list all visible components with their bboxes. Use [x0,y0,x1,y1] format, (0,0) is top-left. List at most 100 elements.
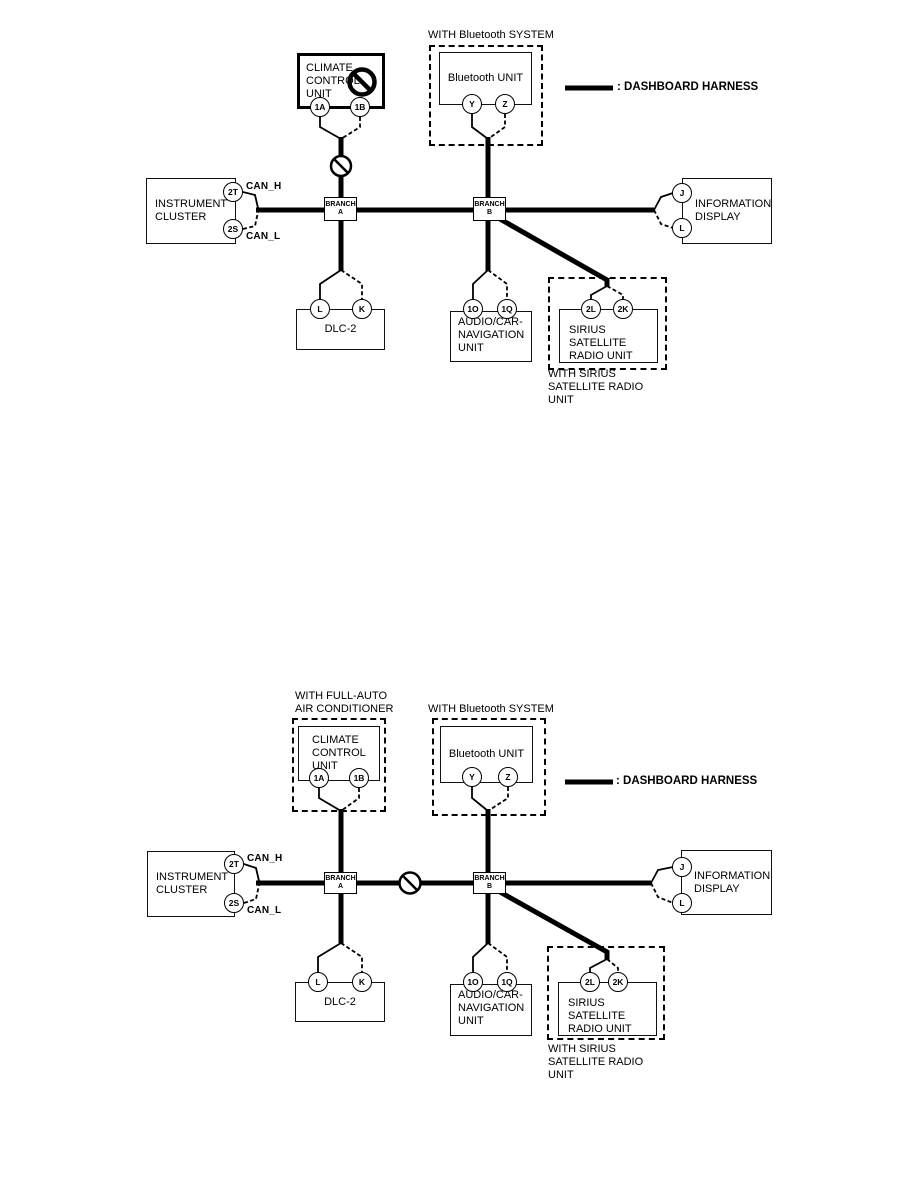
wire-1b-top [340,117,361,140]
wire-sirius-2k-bottom [606,958,619,973]
connector-1b-top: 1B [350,97,370,117]
information-display-box-top: INFORMATION DISPLAY [682,178,772,244]
information-display-label-top: INFORMATION DISPLAY [695,198,772,223]
sirius-radio-unit-label-top: SIRIUS SATELLITE RADIO UNIT [569,324,633,362]
sirius-dashed-box-bottom [547,946,665,1040]
dlc-2-box-bottom: DLC-2 [295,982,385,1022]
wire-2s-top [242,211,259,230]
wire-dlc-l-bottom [317,942,342,973]
wire-dlc-k-top [340,269,363,300]
wires-top-diagram [242,85,674,300]
wire-info-l-bottom [650,882,674,904]
can-l-label-top: CAN_L [246,231,281,242]
caption-with-sirius-bottom: WITH SIRIUS SATELLITE RADIO UNIT [548,1043,644,1081]
can-h-label-bottom: CAN_H [247,853,283,864]
wires-bottom-diagram [243,779,674,973]
connector-1b-bottom: 1B [349,768,369,788]
full-auto-ac-dashed-box-bottom [292,718,386,812]
wire-2t-top [242,191,259,209]
no-connection-icon-climate-wire-top [329,154,353,178]
wire-z-top [487,114,506,140]
wire-audio-1o-bottom [472,942,489,973]
dlc-2-box-top: DLC-2 [296,309,385,350]
connector-l-dlc-top: L [310,299,330,319]
wire-y-bottom [471,787,489,812]
audio-nav-unit-box-top: AUDIO/CAR- NAVIGATION UNIT [450,311,532,362]
connector-l-dlc-bottom: L [308,972,328,992]
sirius-radio-unit-box-top: SIRIUS SATELLITE RADIO UNIT [559,309,658,363]
connector-k-top: K [352,299,372,319]
no-connection-icon-climate-unit-top [347,67,377,97]
wire-sirius-2l-top [590,285,608,300]
legend-dashboard-harness-bottom: : DASHBOARD HARNESS [616,775,758,787]
connector-2k-bottom: 2K [608,972,628,992]
wire-info-j-bottom [650,866,674,884]
no-connection-icons [329,67,422,895]
audio-nav-unit-box-bottom: AUDIO/CAR- NAVIGATION UNIT [450,984,532,1036]
wire-dlc-l-top [319,269,342,300]
connector-1o-top: 1O [463,299,483,319]
connector-2k-top: 2K [613,299,633,319]
sirius-dashed-box-top [548,277,667,370]
wire-sirius-2k-top [606,285,624,300]
wire-dlc-k-bottom [340,942,363,973]
branch-a-box-top: BRANCH A [324,197,357,221]
can-l-label-bottom: CAN_L [247,905,282,916]
branch-b-box-bottom: BRANCH B [473,872,506,894]
connector-l-info-top: L [672,218,692,238]
connector-l-info-bottom: L [672,893,692,913]
connector-2t-top: 2T [223,182,243,202]
wire-1b-bottom [340,788,360,812]
dlc-2-label-bottom: DLC-2 [324,995,356,1008]
instrument-cluster-box-top: INSTRUMENT CLUSTER [146,178,236,244]
caption-with-bluetooth-system-bottom: WITH Bluetooth SYSTEM [428,703,554,715]
wire-audio-1q-bottom [487,942,508,973]
legend-dashboard-harness-top: : DASHBOARD HARNESS [617,81,759,93]
connector-z-top: Z [495,94,515,114]
connector-2l-top: 2L [581,299,601,319]
sirius-radio-unit-label-bottom: SIRIUS SATELLITE RADIO UNIT [568,997,632,1035]
connector-2l-bottom: 2L [580,972,600,992]
dlc-2-label-top: DLC-2 [324,323,357,335]
instrument-cluster-label-bottom: INSTRUMENT CLUSTER [156,871,229,896]
climate-control-unit-box-bottom: CLIMATE CONTROL UNIT [298,726,380,781]
bluetooth-unit-label-top: Bluetooth UNIT [447,72,524,84]
connector-k-bottom: K [352,972,372,992]
caption-with-sirius-top: WITH SIRIUS SATELLITE RADIO UNIT [548,368,644,406]
bluetooth-unit-label-bottom: Bluetooth UNIT [448,748,525,760]
information-display-label-bottom: INFORMATION DISPLAY [694,870,771,895]
wire-1a-bottom [318,788,342,812]
connector-y-top: Y [462,94,482,114]
can-h-label-top: CAN_H [246,181,282,192]
climate-control-unit-label-top: CLIMATE CONTROL UNIT [306,62,360,100]
bluetooth-system-dashed-box-bottom [432,718,546,816]
audio-nav-unit-label-top: AUDIO/CAR- NAVIGATION UNIT [458,316,525,354]
wire-2s-bottom [243,884,260,904]
wire-y-top [471,114,489,140]
connector-j-bottom: J [672,857,692,877]
bluetooth-unit-box-bottom: Bluetooth UNIT [440,726,533,783]
connector-1q-top: 1Q [497,299,517,319]
wire-audio-1o-top [472,269,489,300]
audio-nav-unit-label-bottom: AUDIO/CAR- NAVIGATION UNIT [458,989,525,1027]
information-display-box-bottom: INFORMATION DISPLAY [681,850,772,915]
wire-sirius-2l-bottom [589,958,608,973]
connector-2s-top: 2S [223,219,243,239]
branch-b-box-top: BRANCH B [473,197,506,221]
caption-with-bluetooth-system-top: WITH Bluetooth SYSTEM [428,29,554,41]
wire-1a-top [319,117,342,140]
connector-1a-bottom: 1A [309,768,329,788]
connector-1a-top: 1A [310,97,330,117]
connector-1q-bottom: 1Q [497,972,517,992]
wire-sirius-diagonal-bottom [498,889,610,960]
connector-z-bottom: Z [498,767,518,787]
climate-control-unit-label-bottom: CLIMATE CONTROL UNIT [312,734,366,772]
connector-y-bottom: Y [462,767,482,787]
instrument-cluster-label-top: INSTRUMENT CLUSTER [155,198,228,223]
wire-info-l-top [653,209,674,229]
connector-1o-bottom: 1O [463,972,483,992]
climate-control-unit-box-top: CLIMATE CONTROL UNIT [297,53,385,109]
wire-info-j-top [653,192,674,211]
sirius-radio-unit-box-bottom: SIRIUS SATELLITE RADIO UNIT [558,982,657,1036]
